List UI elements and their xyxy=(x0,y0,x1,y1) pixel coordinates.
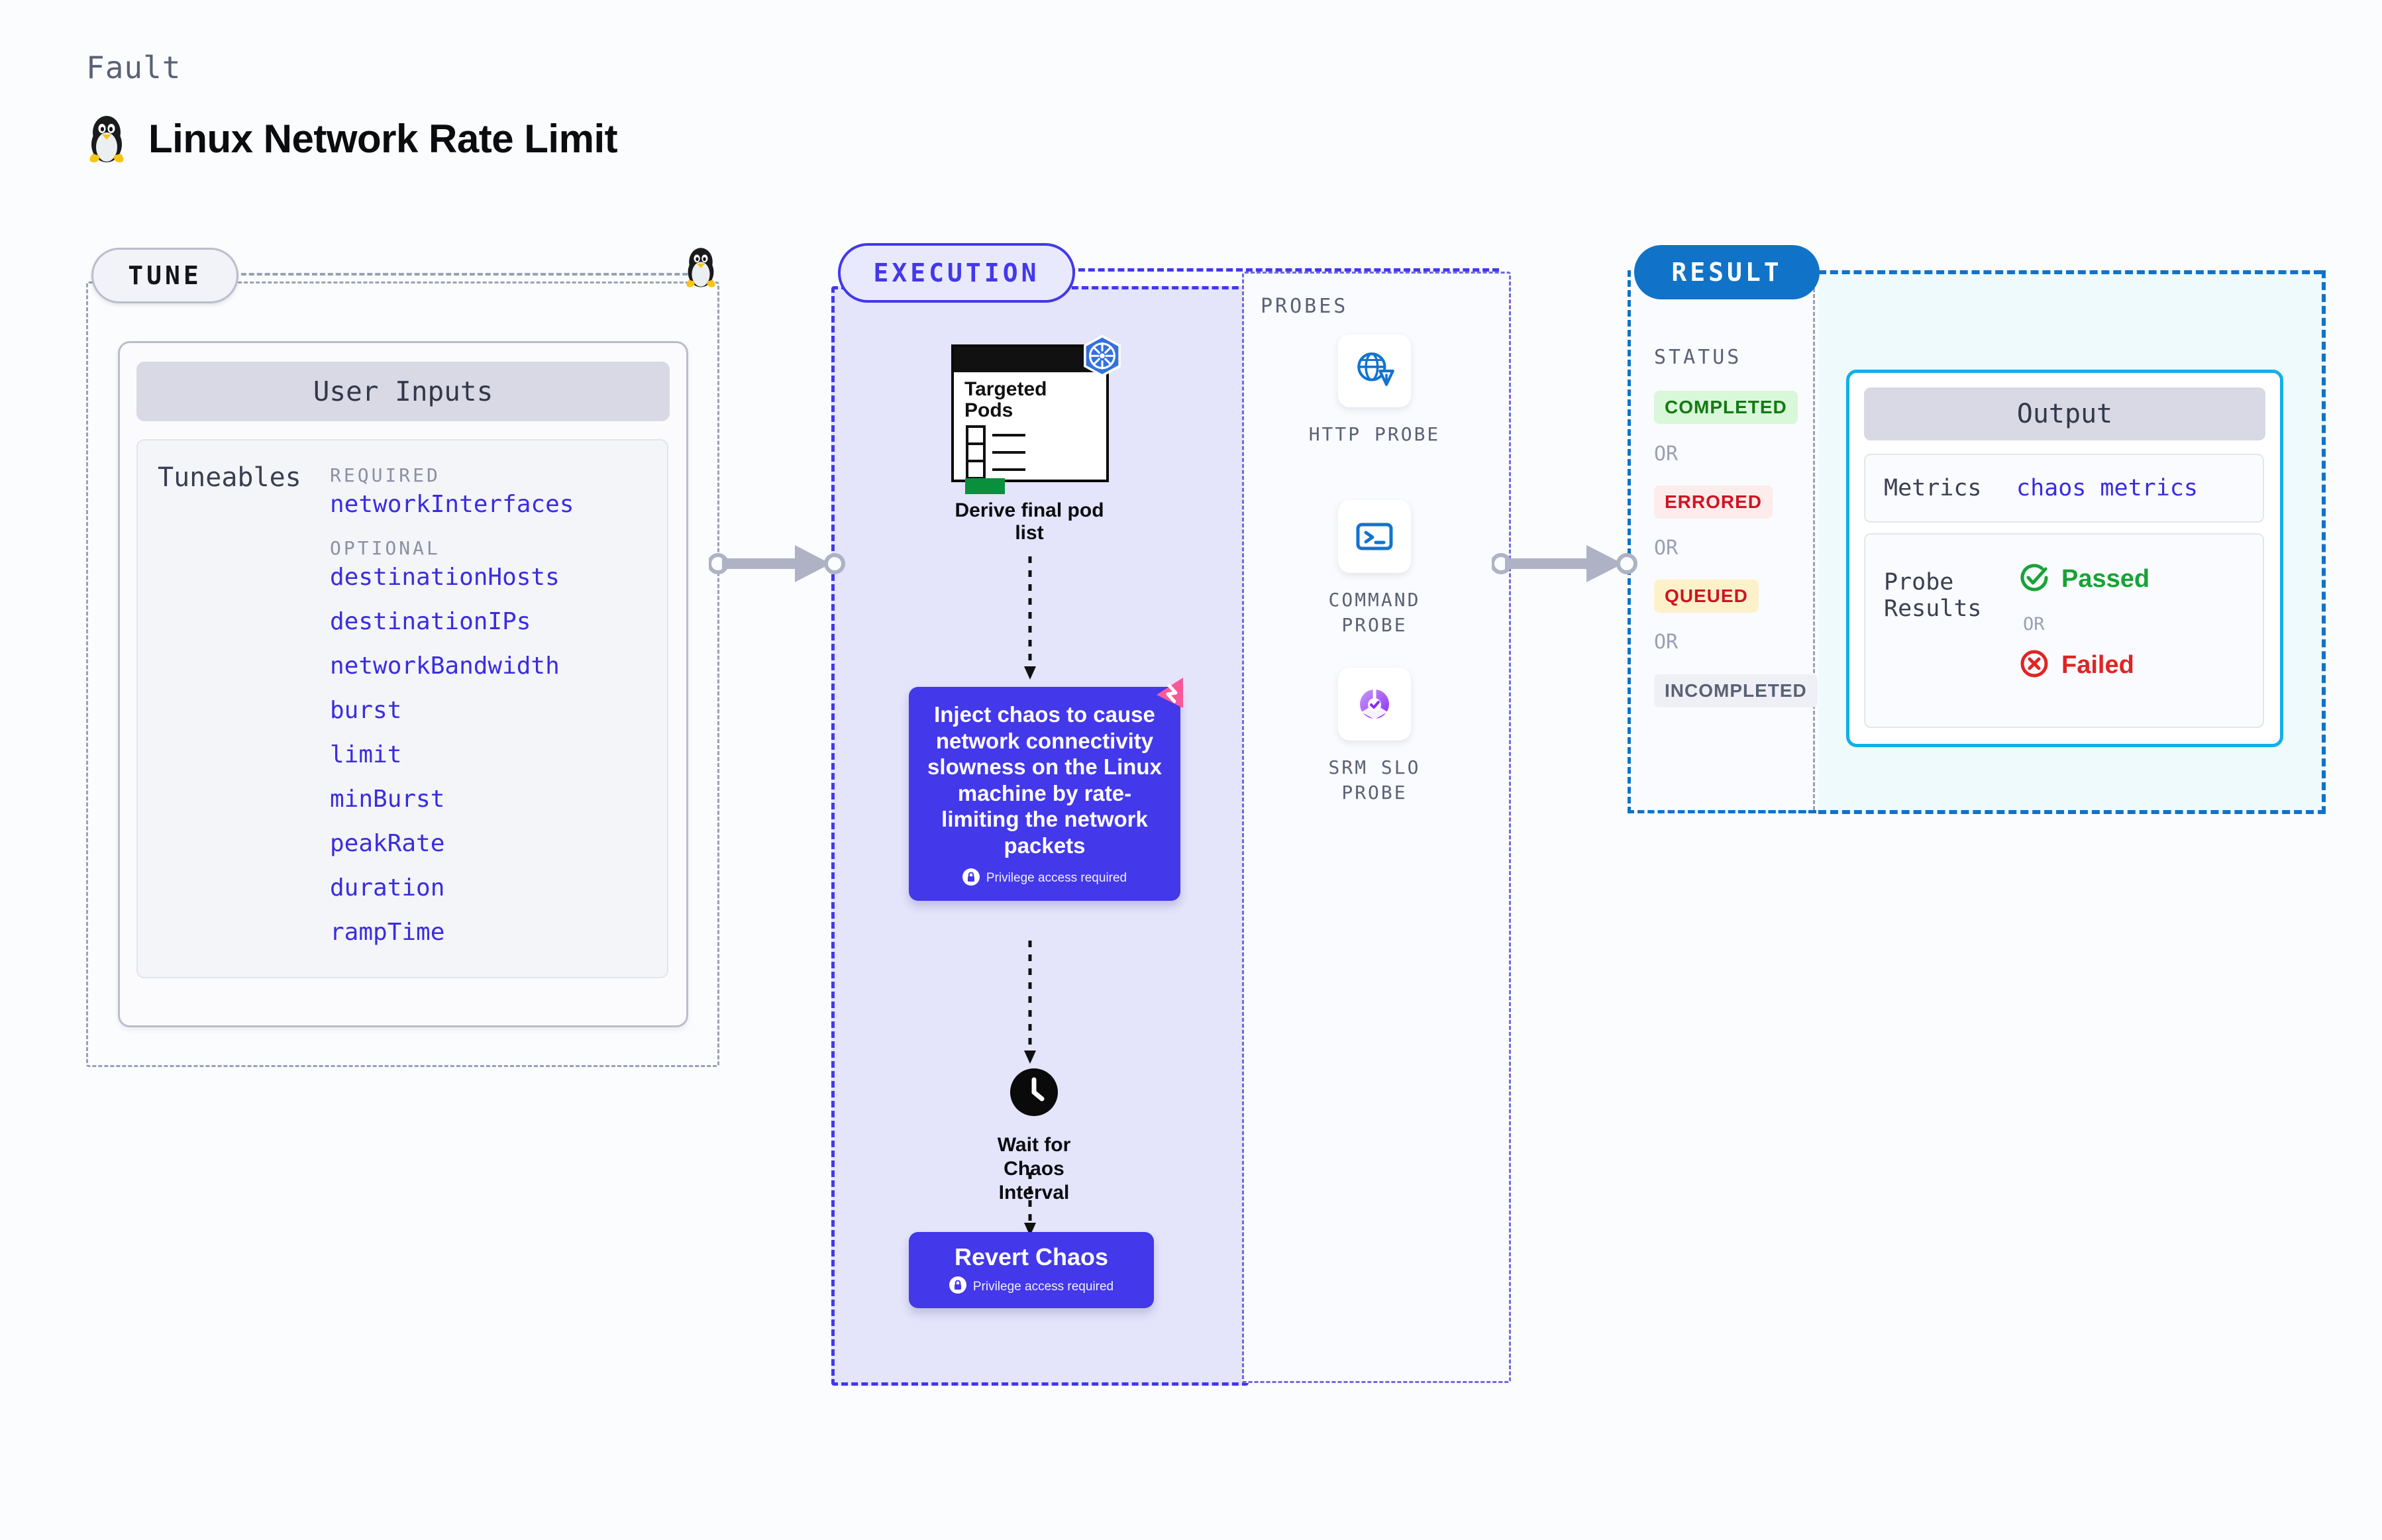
flow-arrow-execution-to-result xyxy=(1490,540,1641,591)
status-or: OR xyxy=(1654,537,1679,560)
status-badge-completed: COMPLETED xyxy=(1654,391,1798,424)
checkbox-icon xyxy=(966,460,986,480)
page-title-row: Linux Network Rate Limit xyxy=(85,113,618,164)
status-label: STATUS xyxy=(1654,346,1742,369)
lock-icon xyxy=(949,1276,966,1297)
status-or: OR xyxy=(1654,442,1679,466)
tuneable-item[interactable]: limit xyxy=(330,741,402,768)
probe-caption: HTTP PROBE xyxy=(1308,423,1441,445)
output-card: Output Metrics chaos metrics Probe Resul… xyxy=(1846,370,2283,747)
progress-bar xyxy=(965,478,1005,494)
pod-list-row xyxy=(966,460,1025,480)
probes-region xyxy=(1242,272,1511,1383)
probe-caption: COMMAND PROBE xyxy=(1328,589,1421,636)
derive-pod-list-node: Targeted Pods xyxy=(951,334,1121,544)
metrics-key: Metrics xyxy=(1884,474,1982,501)
x-circle-icon xyxy=(2019,648,2049,682)
privilege-note-row: Privilege access required xyxy=(949,1276,1113,1297)
privilege-note: Privilege access required xyxy=(986,871,1127,886)
execution-tag[interactable]: EXECUTION xyxy=(838,243,1075,303)
passed-label: Passed xyxy=(2061,565,2150,593)
kubernetes-icon xyxy=(1077,334,1127,387)
tuneable-item[interactable]: rampTime xyxy=(330,919,445,946)
tuneable-item[interactable]: minBurst xyxy=(330,786,445,813)
probe-srm-slo[interactable]: SRM SLO PROBE xyxy=(1288,668,1461,805)
srm-slo-gauge-icon xyxy=(1338,668,1411,741)
tuneables-group-label-optional: OPTIONAL xyxy=(330,537,440,559)
tuneable-item[interactable]: networkInterfaces xyxy=(330,491,574,518)
page-title: Linux Network Rate Limit xyxy=(148,116,618,161)
probe-result-passed: Passed xyxy=(2019,562,2149,596)
flow-connector-dotted xyxy=(1020,941,1040,1070)
tune-connector-dash xyxy=(233,273,703,276)
revert-chaos-card[interactable]: Revert Chaos Privilege access required xyxy=(909,1232,1154,1308)
tuneables-box: Tuneables REQUIRED networkInterfaces OPT… xyxy=(136,439,668,978)
tuneable-item[interactable]: destinationHosts xyxy=(330,564,560,591)
check-circle-icon xyxy=(2019,562,2049,596)
result-region-bottom xyxy=(1628,810,1815,813)
lock-icon xyxy=(962,868,980,889)
probe-caption: SRM SLO PROBE xyxy=(1328,756,1421,803)
linux-penguin-icon xyxy=(85,113,129,164)
derive-pod-list-caption: Derive final pod list xyxy=(955,499,1104,544)
tuneables-list: REQUIRED networkInterfaces OPTIONAL dest… xyxy=(330,454,641,965)
linux-penguin-icon xyxy=(682,245,719,292)
inject-chaos-text: Inject chaos to cause network connectivi… xyxy=(927,702,1162,858)
result-tag[interactable]: RESULT xyxy=(1634,245,1820,299)
metrics-value-link[interactable]: chaos metrics xyxy=(2016,475,2198,501)
wait-for-chaos-node: Wait for Chaos Interval xyxy=(978,1068,1090,1205)
status-badge-queued: QUEUED xyxy=(1654,580,1759,613)
failed-label: Failed xyxy=(2061,651,2134,679)
tuneable-item[interactable]: peakRate xyxy=(330,830,445,857)
probe-results-row: Probe Results Passed OR Failed xyxy=(1864,533,2264,728)
result-connector-dash xyxy=(1818,270,2322,274)
litmus-chaos-icon xyxy=(1151,672,1192,717)
tuneable-item[interactable]: destinationIPs xyxy=(330,608,531,635)
clock-icon xyxy=(1010,1068,1059,1119)
inject-chaos-card[interactable]: Inject chaos to cause network connectivi… xyxy=(909,678,1183,901)
status-badge-incompleted: INCOMPLETED xyxy=(1654,674,1818,707)
status-badge-errored: ERRORED xyxy=(1654,486,1773,519)
user-inputs-title: User Inputs xyxy=(136,362,670,421)
tuneable-item[interactable]: burst xyxy=(330,697,402,724)
status-or: OR xyxy=(1654,631,1679,654)
command-terminal-icon xyxy=(1338,500,1411,573)
wait-for-chaos-caption: Wait for Chaos Interval xyxy=(997,1134,1071,1204)
flow-connector-dotted xyxy=(1020,556,1040,686)
tuneable-item[interactable]: duration xyxy=(330,874,445,901)
execution-connector-dash xyxy=(1068,268,1499,272)
probe-result-failed: Failed xyxy=(2019,648,2134,682)
flow-arrow-tune-to-execution xyxy=(707,540,848,591)
metrics-row: Metrics chaos metrics xyxy=(1864,454,2264,523)
result-region-divider xyxy=(1813,270,1815,810)
flow-connector-dotted xyxy=(1020,1172,1040,1242)
probe-http[interactable]: HTTP PROBE xyxy=(1288,334,1461,447)
tune-tag[interactable]: TUNE xyxy=(91,248,238,303)
revert-chaos-title: Revert Chaos xyxy=(954,1243,1109,1270)
card-topbar xyxy=(954,347,1106,372)
privilege-note-row: Privilege access required xyxy=(922,868,1167,889)
http-globe-warning-icon xyxy=(1338,334,1411,407)
tuneables-group-label-required: REQUIRED xyxy=(330,464,440,486)
page-kicker: Fault xyxy=(86,50,181,85)
tune-region xyxy=(86,282,719,1067)
probes-label: PROBES xyxy=(1261,295,1349,318)
targeted-pods-title: Targeted Pods xyxy=(964,378,1047,422)
privilege-note: Privilege access required xyxy=(972,1279,1114,1294)
targeted-pods-card: Targeted Pods xyxy=(951,334,1121,494)
tuneable-item[interactable]: networkBandwidth xyxy=(330,652,560,680)
probe-results-key: Probe Results xyxy=(1884,569,1982,623)
output-title: Output xyxy=(1864,387,2265,440)
probe-result-or: OR xyxy=(2023,614,2045,635)
result-region xyxy=(1628,270,1816,813)
probe-command[interactable]: COMMAND PROBE xyxy=(1288,500,1461,638)
tuneables-label: Tuneables xyxy=(158,462,301,493)
user-inputs-card: User Inputs Tuneables REQUIRED networkIn… xyxy=(118,341,688,1027)
